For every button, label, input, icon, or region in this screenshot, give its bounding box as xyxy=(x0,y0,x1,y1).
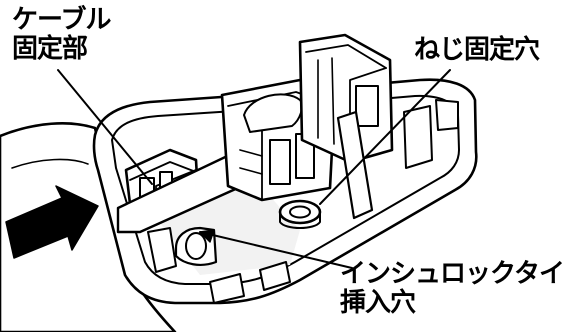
right-side-slot xyxy=(403,105,433,169)
bottom-latch-left xyxy=(209,273,245,304)
right-corner-tab xyxy=(435,99,459,131)
cable-fixing-label-line1: ケーブル xyxy=(12,5,111,35)
leader-cable-fixing xyxy=(57,69,153,185)
leader-tie-insertion xyxy=(199,231,353,269)
tie-insertion-label: インシュロックタイ 挿入穴 xyxy=(340,259,565,318)
leader-tie-arrowhead xyxy=(199,229,215,243)
tie-insertion-label-line1: インシュロックタイ xyxy=(340,259,565,289)
insertion-arrow xyxy=(5,185,99,259)
right-tower xyxy=(298,33,394,164)
cable-fixing-label-line2: 固定部 xyxy=(12,34,88,64)
tie-insertion-label-line2: 挿入穴 xyxy=(340,288,416,318)
vertical-arm xyxy=(336,110,374,220)
leader-screw-hole xyxy=(319,69,451,205)
cover-flap-edge xyxy=(11,158,89,169)
housing-inner-rim xyxy=(111,94,460,285)
screw-hole-label: ねじ固定穴 xyxy=(414,35,540,65)
cable-fixing-label: ケーブル 固定部 xyxy=(12,5,111,64)
bottom-latch-right xyxy=(259,261,291,291)
screw-hole xyxy=(278,199,322,229)
screw-hole-label-line1: ねじ固定穴 xyxy=(414,35,540,65)
